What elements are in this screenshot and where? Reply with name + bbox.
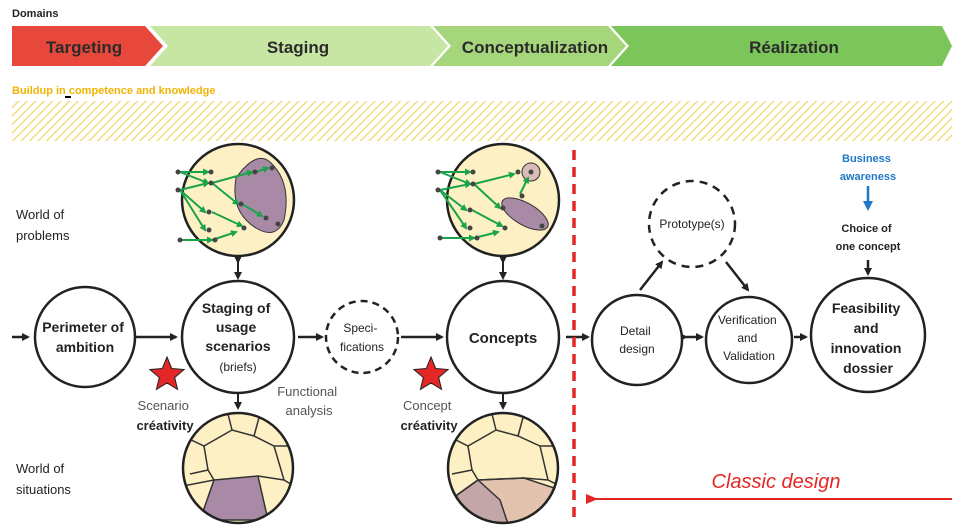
concept-creativity-star	[412, 355, 450, 391]
node-specifications: Speci- fications	[324, 299, 400, 375]
svg-text:Speci- fications: Speci- fications	[340, 321, 384, 354]
node-prototypes: Prototype(s)	[647, 179, 737, 269]
row-label-problems: World of problems	[16, 207, 70, 243]
functional-analysis-label: Functional analysis	[277, 384, 341, 418]
svg-text:(briefs): (briefs)	[219, 360, 256, 374]
cursor-mark	[65, 96, 71, 98]
phase-staging: Staging	[150, 26, 448, 66]
concept-creativity-label: Concept créativity	[400, 398, 458, 433]
svg-text:Detail design: Detail design	[619, 324, 654, 356]
business-awareness-label: Business awareness	[840, 153, 896, 183]
node-perimeter-of-ambition: Perimeter of ambition	[33, 285, 137, 389]
svg-text:Feasibility and in: Feasibility and innovation dossier	[831, 300, 906, 376]
situations-map-concepts	[446, 411, 560, 525]
scenario-creativity-label: Scenario créativity	[136, 398, 194, 433]
node-staging-of-usage-scenarios: Staging of usage scenarios (briefs)	[180, 279, 296, 395]
buildup-label: Buildup in competence and knowledge	[12, 85, 216, 97]
svg-text:Staging of usage s: Staging of usage scenarios	[202, 300, 274, 354]
phase-realization-arrow	[611, 26, 952, 66]
phase-staging-arrow	[150, 26, 448, 66]
svg-text:Verification and V: Verification and Validation	[718, 313, 780, 363]
classic-design-label: Classic design	[712, 471, 841, 493]
scenario-creativity-star	[148, 355, 186, 391]
row-label-situations: World of situations	[16, 461, 71, 497]
problems-network-staging	[175, 142, 296, 258]
phase-conceptualization-arrow	[433, 26, 626, 66]
node-feasibility-dossier: Feasibility and innovation dossier	[809, 276, 927, 394]
phase-targeting: Targeting	[12, 26, 163, 66]
node-concepts: Concepts	[445, 279, 561, 395]
svg-text:Perimeter of ambition: Perimeter of ambition	[42, 319, 128, 355]
flow-arrows	[12, 260, 872, 341]
phase-conceptualization: Conceptualization	[433, 26, 626, 66]
svg-text:Concepts: Concepts	[469, 330, 537, 347]
situations-map-staging	[181, 411, 295, 525]
domains-label: Domains	[12, 8, 58, 20]
phase-label: Conceptualization	[462, 38, 608, 57]
phase-targeting-arrow	[12, 26, 163, 66]
svg-text:Prototype(s): Prototype(s)	[659, 217, 724, 231]
phase-label: Staging	[267, 38, 329, 57]
phase-label: Réalization	[749, 38, 839, 57]
phase-label: Targeting	[46, 38, 122, 57]
node-detail-design: Detail design	[590, 293, 684, 387]
link-arrows-vertical	[234, 256, 507, 410]
problems-network-concepts	[435, 142, 561, 258]
node-verification-and-validation: Verification and Validation	[704, 295, 794, 385]
buildup-band	[12, 101, 952, 141]
choice-of-concept-label: Choice of one concept	[836, 223, 901, 253]
phase-realization: Réalization	[611, 26, 952, 66]
